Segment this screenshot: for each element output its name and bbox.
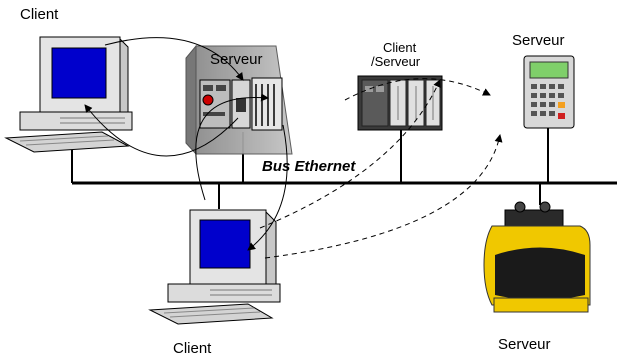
label-serveur-right: Serveur [512, 32, 565, 49]
screen-icon [51, 47, 107, 99]
label-serveur-bottom: Serveur [498, 336, 551, 353]
plc-rack [357, 75, 443, 131]
client-computer-bottom [148, 209, 281, 325]
request-arrows [84, 37, 288, 251]
dashed-arrows [259, 78, 503, 259]
keyboard-icon [148, 303, 274, 325]
label-client-bottom: Client [173, 340, 212, 357]
keyboard-icon [4, 131, 130, 153]
label-serveur-center: Serveur [210, 51, 263, 68]
lcd-display-icon [529, 61, 569, 79]
label-bus-ethernet: Bus Ethernet [262, 158, 356, 175]
laser-scanner [483, 201, 591, 313]
client-computer-top-left [4, 36, 133, 153]
label-client-serveur-line2: /Serveur [371, 54, 421, 69]
hmi-panel [523, 55, 575, 129]
label-client-serveur-line1: Client [383, 40, 417, 55]
screen-icon [199, 219, 251, 269]
server-rack-center [185, 44, 293, 156]
label-client-top-left: Client [20, 6, 59, 23]
